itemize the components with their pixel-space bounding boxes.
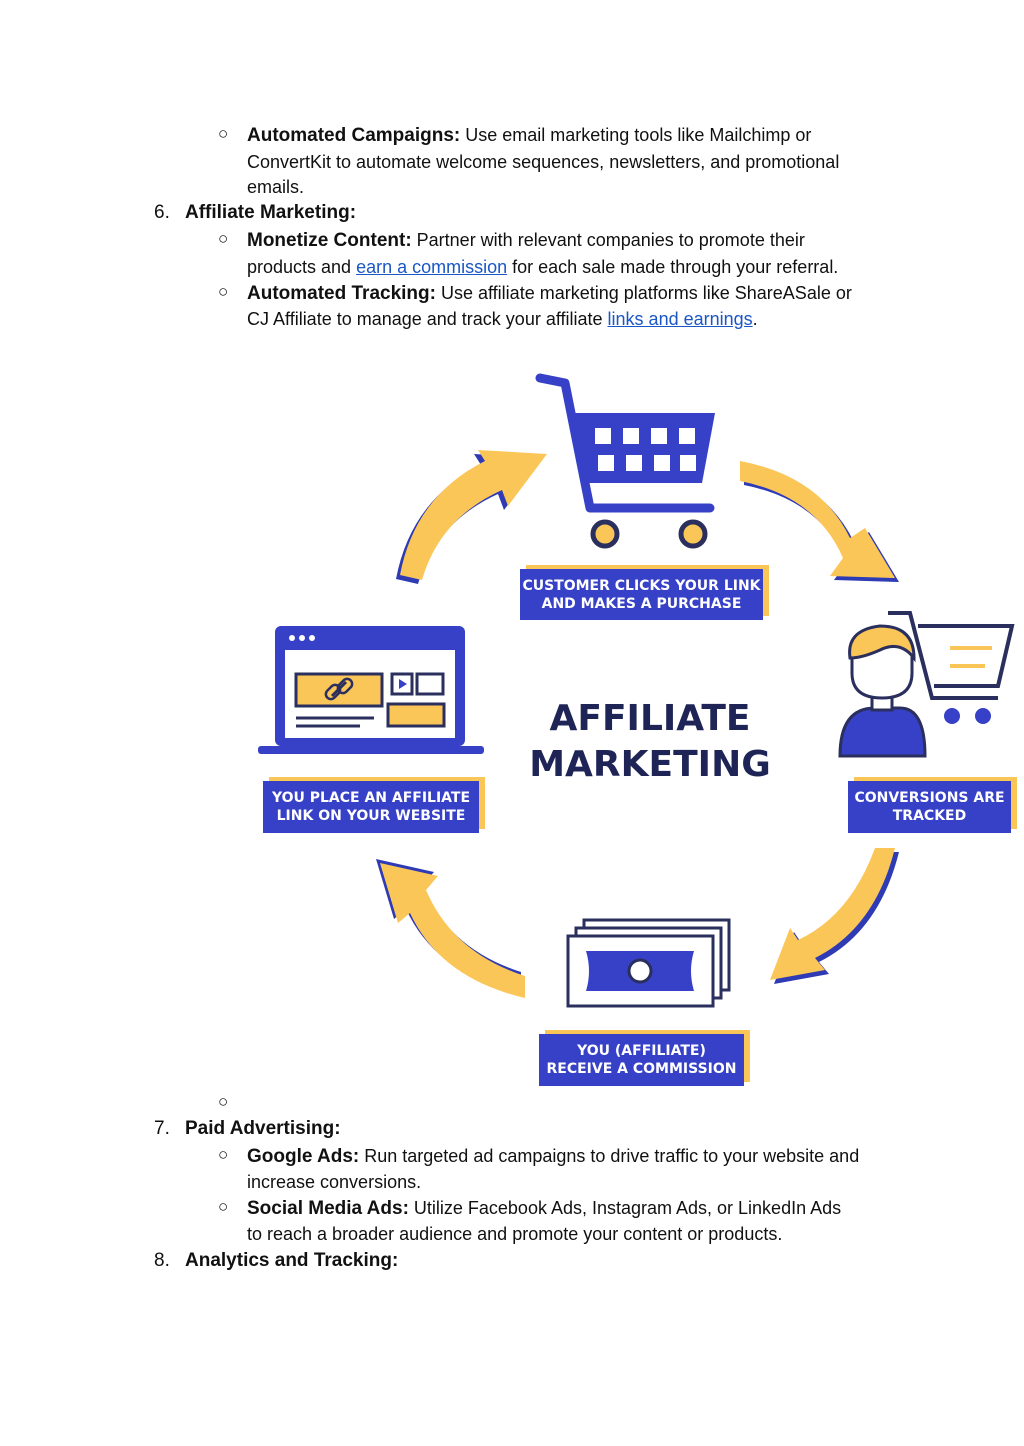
- cycle-arrow-icon: [740, 461, 899, 582]
- automated-campaigns-label: Automated Campaigns:: [247, 125, 461, 146]
- affiliate-marketing-diagram: AFFILIATE MARKETING CUSTOMER CLICKS YOUR…: [250, 368, 1024, 1093]
- social-media-ads-label: Social Media Ads:: [247, 1198, 409, 1219]
- automated-campaigns-line1: Automated Campaigns: Use email marketing…: [247, 122, 811, 149]
- affiliate-marketing-heading: Affiliate Marketing:: [185, 202, 357, 223]
- cycle-arrow-icon: [770, 848, 899, 984]
- google-ads-line1: Google Ads: Run targeted ad campaigns to…: [247, 1143, 859, 1170]
- list-bullet: ○: [218, 282, 229, 301]
- google-ads-label: Google Ads:: [247, 1146, 360, 1167]
- cycle-arrow-icon: [376, 859, 525, 998]
- monetize-content-line1: Monetize Content: Partner with relevant …: [247, 227, 805, 254]
- social-media-ads-line2: to reach a broader audience and promote …: [247, 1224, 783, 1244]
- cycle-arrow-icon: [396, 450, 547, 584]
- step-customer-purchase: CUSTOMER CLICKS YOUR LINK AND MAKES A PU…: [520, 565, 769, 620]
- automated-campaigns-line3: emails.: [247, 177, 305, 197]
- monetize-content-pre: products and: [247, 257, 357, 277]
- shopping-cart-icon: [535, 373, 715, 549]
- monetize-content-text: Partner with relevant companies to promo…: [411, 230, 805, 250]
- automated-tracking-post: .: [752, 309, 758, 329]
- monetize-content-line2: products and earn a commission for each …: [247, 254, 838, 280]
- list-number: 7.: [154, 1118, 170, 1139]
- list-bullet: ○: [218, 124, 229, 143]
- step-conversions-tracked-line1: CONVERSIONS ARE: [854, 790, 1005, 806]
- monetize-content-label: Monetize Content:: [247, 230, 412, 251]
- social-media-ads-text: Utilize Facebook Ads, Instagram Ads, or …: [408, 1198, 842, 1218]
- step-place-link: YOU PLACE AN AFFILIATE LINK ON YOUR WEBS…: [263, 777, 485, 833]
- step-receive-commission-line1: YOU (AFFILIATE): [577, 1043, 706, 1059]
- diagram-title-line2: MARKETING: [529, 744, 771, 785]
- automated-campaigns-text: Use email marketing tools like Mailchimp…: [460, 125, 812, 145]
- automated-tracking-pre: CJ Affiliate to manage and track your af…: [247, 309, 608, 329]
- automated-tracking-label: Automated Tracking:: [247, 283, 436, 304]
- list-bullet: ○: [218, 1197, 229, 1216]
- diagram-graphics: [258, 373, 1015, 1008]
- money-bills-icon: [566, 918, 731, 1008]
- list-bullet: ○: [218, 229, 229, 248]
- step-customer-purchase-line2: AND MAKES A PURCHASE: [541, 595, 742, 612]
- step-conversions-tracked-line2: TRACKED: [892, 808, 967, 824]
- step-place-link-line2: LINK ON YOUR WEBSITE: [276, 808, 466, 824]
- person-with-cart-icon: [838, 611, 1015, 758]
- diagram-title: AFFILIATE MARKETING: [505, 696, 795, 788]
- automated-tracking-line2: CJ Affiliate to manage and track your af…: [247, 306, 758, 332]
- list-bullet-empty: ○: [218, 1092, 229, 1111]
- list-number: 8.: [154, 1250, 170, 1271]
- automated-tracking-text: Use affiliate marketing platforms like S…: [435, 283, 852, 303]
- automated-campaigns-line2: ConvertKit to automate welcome sequences…: [247, 152, 840, 172]
- step-receive-commission-line2: RECEIVE A COMMISSION: [546, 1061, 737, 1077]
- analytics-tracking-heading: Analytics and Tracking:: [185, 1250, 399, 1271]
- step-conversions-tracked: CONVERSIONS ARE TRACKED: [848, 777, 1017, 833]
- list-bullet: ○: [218, 1145, 229, 1164]
- laptop-link-icon: [258, 626, 484, 754]
- earn-commission-link[interactable]: earn a commission: [356, 257, 508, 277]
- monetize-content-post: for each sale made through your referral…: [507, 257, 839, 277]
- google-ads-text: Run targeted ad campaigns to drive traff…: [359, 1146, 860, 1166]
- step-customer-purchase-line1: CUSTOMER CLICKS YOUR LINK: [522, 577, 761, 594]
- google-ads-line2: increase conversions.: [247, 1172, 422, 1192]
- links-and-earnings-link[interactable]: links and earnings: [607, 309, 753, 329]
- automated-tracking-line1: Automated Tracking: Use affiliate market…: [247, 280, 852, 307]
- step-receive-commission: YOU (AFFILIATE) RECEIVE A COMMISSION: [539, 1030, 750, 1086]
- paid-advertising-heading: Paid Advertising:: [185, 1118, 341, 1139]
- step-place-link-line1: YOU PLACE AN AFFILIATE: [271, 790, 471, 806]
- social-media-ads-line1: Social Media Ads: Utilize Facebook Ads, …: [247, 1195, 841, 1222]
- diagram-title-line1: AFFILIATE: [549, 698, 751, 739]
- list-number: 6.: [154, 202, 170, 223]
